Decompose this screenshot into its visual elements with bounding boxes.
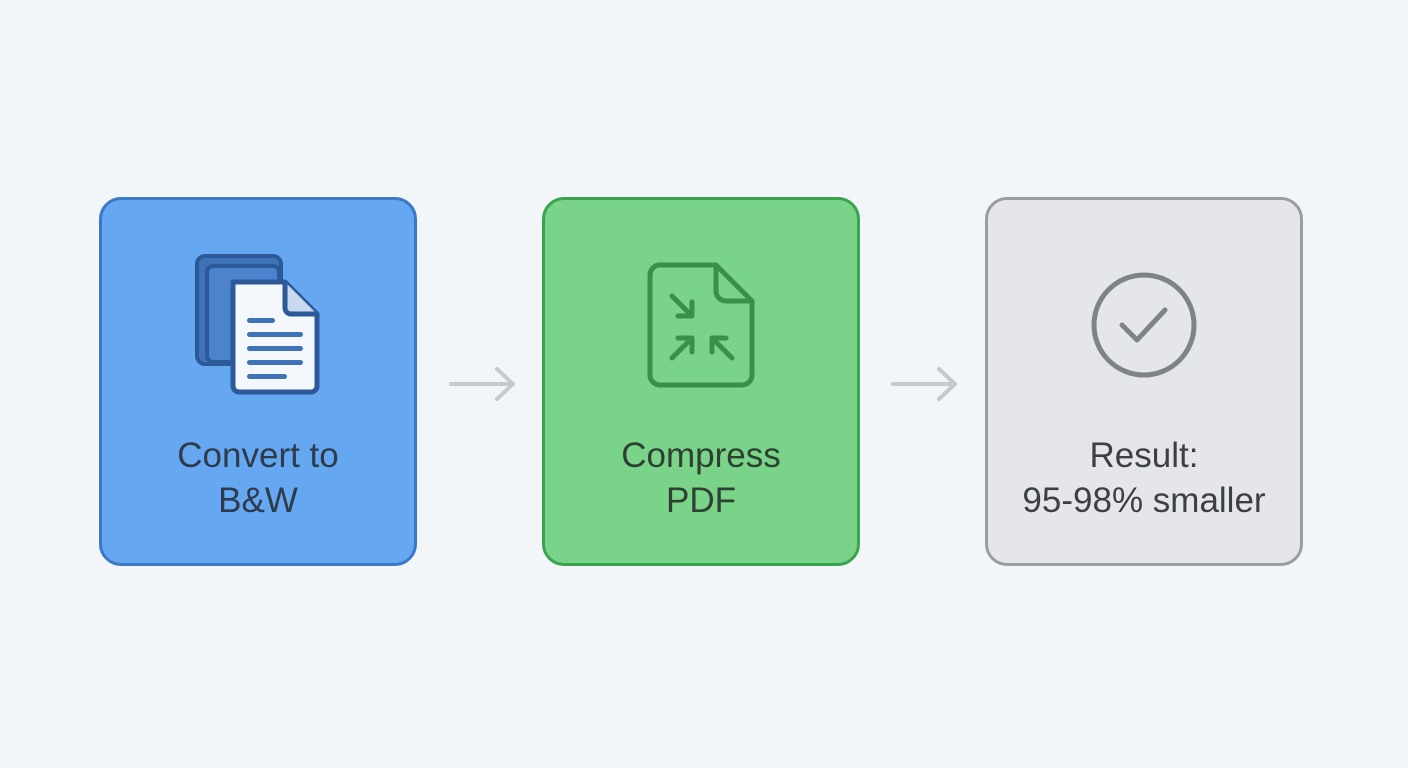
arrow-right-icon xyxy=(891,367,957,401)
step-convert-label-line-2: B&W xyxy=(218,481,298,520)
step-convert-label: Convert to B&W xyxy=(102,433,414,523)
step-compress-label-line-2: PDF xyxy=(666,481,736,520)
compress-file-icon xyxy=(647,262,755,388)
step-compress-label: Compress PDF xyxy=(545,433,857,523)
step-compress-label-line-1: Compress xyxy=(621,436,781,475)
step-result-label: Result: 95-98% smaller xyxy=(988,433,1300,523)
step-convert-card: Convert to B&W xyxy=(99,197,417,566)
step-compress-card: Compress PDF xyxy=(542,197,860,566)
check-circle-icon xyxy=(1091,272,1197,378)
step-result-card: Result: 95-98% smaller xyxy=(985,197,1303,566)
step-convert-label-line-1: Convert to xyxy=(177,436,339,475)
step-result-label-line-1: Result: xyxy=(1089,436,1199,475)
documents-icon xyxy=(195,254,320,395)
step-result-label-line-2: 95-98% smaller xyxy=(1022,481,1266,520)
arrow-right-icon xyxy=(449,367,515,401)
